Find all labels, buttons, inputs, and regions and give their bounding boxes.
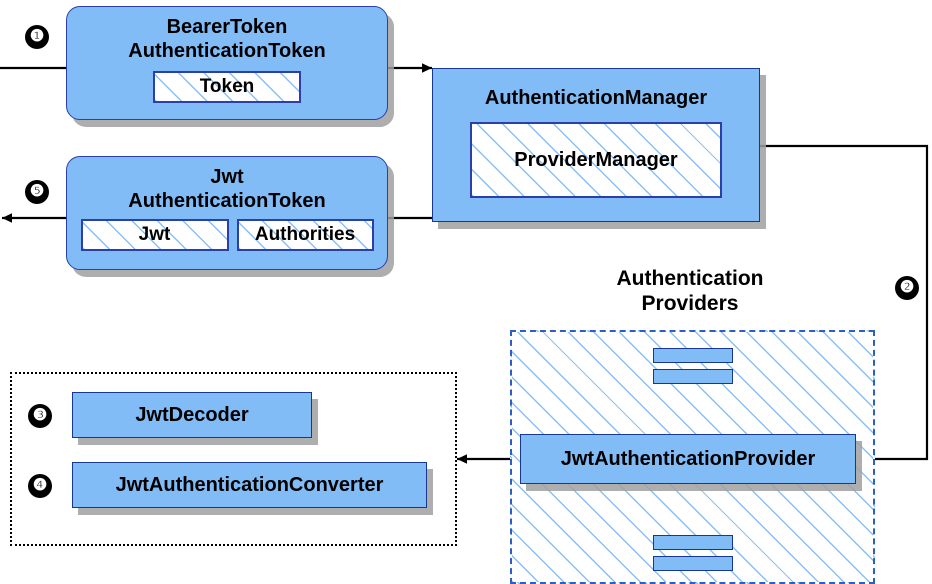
step-badge-5: ❺ [25,180,49,204]
step-badge-1: ❶ [25,25,49,49]
step-badge-4: ❹ [28,474,52,498]
provider-manager-slot: ProviderManager [470,122,722,198]
jwt-decoder-title: JwtDecoder [135,403,249,426]
jwt-authentication-converter-node[interactable]: JwtAuthenticationConverter [72,462,427,508]
slot-authorities: Authorities [236,219,374,251]
jwt-support-container [10,372,457,546]
provider-bar-top-2 [653,369,733,384]
jwt-token-slot-row: Jwt Authorities [80,219,374,251]
authentication-manager-title: AuthenticationManager [484,87,708,109]
bearer-token-authentication-token-node[interactable]: BearerToken AuthenticationToken Token [66,6,388,120]
jwt-authentication-converter-title: JwtAuthenticationConverter [115,473,384,496]
step-badge-2: ❷ [895,276,919,300]
jwt-authentication-provider-title: JwtAuthenticationProvider [560,447,816,470]
slot-jwt: Jwt [80,219,229,251]
jwt-decoder-node[interactable]: JwtDecoder [72,392,312,438]
authentication-manager-node[interactable]: AuthenticationManager ProviderManager [432,68,760,222]
provider-bar-bottom-1 [653,535,733,550]
provider-bar-top-1 [653,348,733,363]
slot-token: Token [153,71,301,103]
bearer-token-title: BearerToken AuthenticationToken [128,16,326,62]
jwt-token-title: Jwt AuthenticationToken [128,166,326,212]
jwt-authentication-token-node[interactable]: Jwt AuthenticationToken Jwt Authorities [66,156,388,270]
step-badge-3: ❸ [28,404,52,428]
authentication-providers-label: Authentication Providers [616,267,764,315]
jwt-authentication-provider-node[interactable]: JwtAuthenticationProvider [520,434,856,484]
provider-bar-bottom-2 [653,556,733,571]
